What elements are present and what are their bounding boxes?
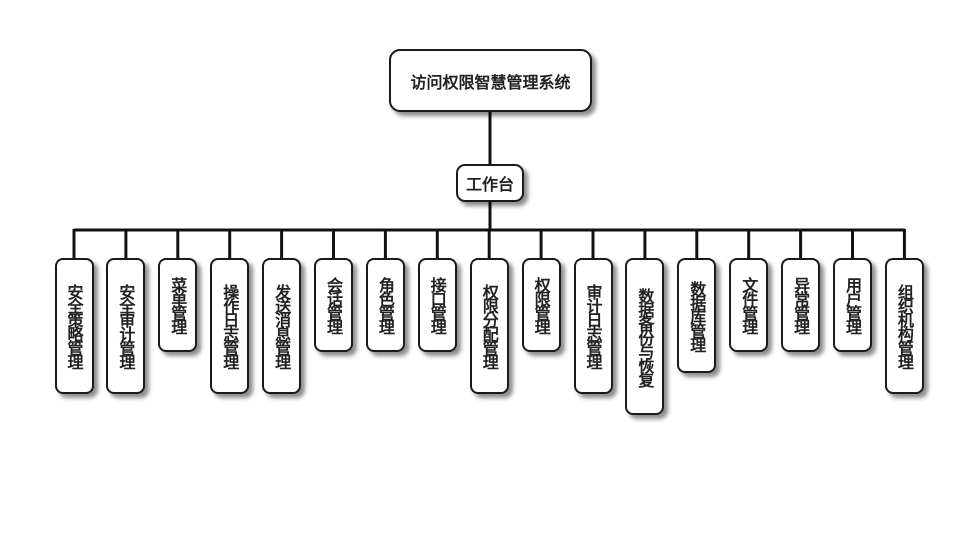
- module-node-12: 数据库管理: [677, 258, 717, 373]
- module-label-13: 文件管理: [739, 277, 759, 333]
- module-node-2: 菜单管理: [158, 258, 198, 352]
- module-label-8: 权限分配管理: [479, 284, 499, 368]
- module-node-9: 权限管理: [521, 258, 561, 352]
- module-node-13: 文件管理: [729, 258, 769, 352]
- module-label-1: 安全审计管理: [116, 284, 136, 368]
- module-label-10: 审计日志管理: [583, 284, 603, 368]
- module-node-5: 会话管理: [314, 258, 353, 352]
- module-node-4: 发送消息管理: [262, 258, 302, 394]
- module-node-14: 异常管理: [781, 258, 821, 352]
- module-node-10: 审计日志管理: [573, 258, 613, 394]
- module-label-12: 数据库管理: [687, 280, 707, 351]
- module-label-11: 数据备份与恢复: [635, 287, 655, 386]
- module-drop-lines: [72, 229, 906, 258]
- module-label-0: 安全策略管理: [64, 284, 84, 368]
- hub-node: 工作台: [456, 164, 524, 202]
- module-node-7: 接口管理: [417, 258, 457, 352]
- module-label-5: 会话管理: [324, 277, 343, 333]
- module-label-9: 权限管理: [531, 277, 551, 333]
- module-label-6: 角色管理: [375, 277, 395, 333]
- module-label-15: 用户管理: [843, 277, 862, 333]
- root-node-label: 访问权限智慧管理系统: [410, 72, 571, 92]
- module-label-2: 菜单管理: [168, 277, 188, 333]
- module-label-4: 发送消息管理: [272, 284, 292, 368]
- root-node: 访问权限智慧管理系统: [389, 49, 592, 112]
- module-node-3: 操作日志管理: [210, 258, 250, 394]
- module-label-16: 组织机构管理: [894, 284, 914, 368]
- module-label-3: 操作日志管理: [220, 284, 240, 368]
- module-node-16: 组织机构管理: [884, 258, 924, 394]
- module-node-11: 数据备份与恢复: [625, 258, 665, 415]
- module-node-1: 安全审计管理: [106, 258, 146, 394]
- module-node-0: 安全策略管理: [54, 258, 94, 394]
- module-label-7: 接口管理: [427, 277, 447, 333]
- module-node-8: 权限分配管理: [469, 258, 509, 394]
- hub-node-label: 工作台: [465, 175, 514, 194]
- module-node-15: 用户管理: [833, 258, 872, 352]
- module-label-14: 异常管理: [791, 277, 811, 333]
- module-node-6: 角色管理: [365, 258, 405, 352]
